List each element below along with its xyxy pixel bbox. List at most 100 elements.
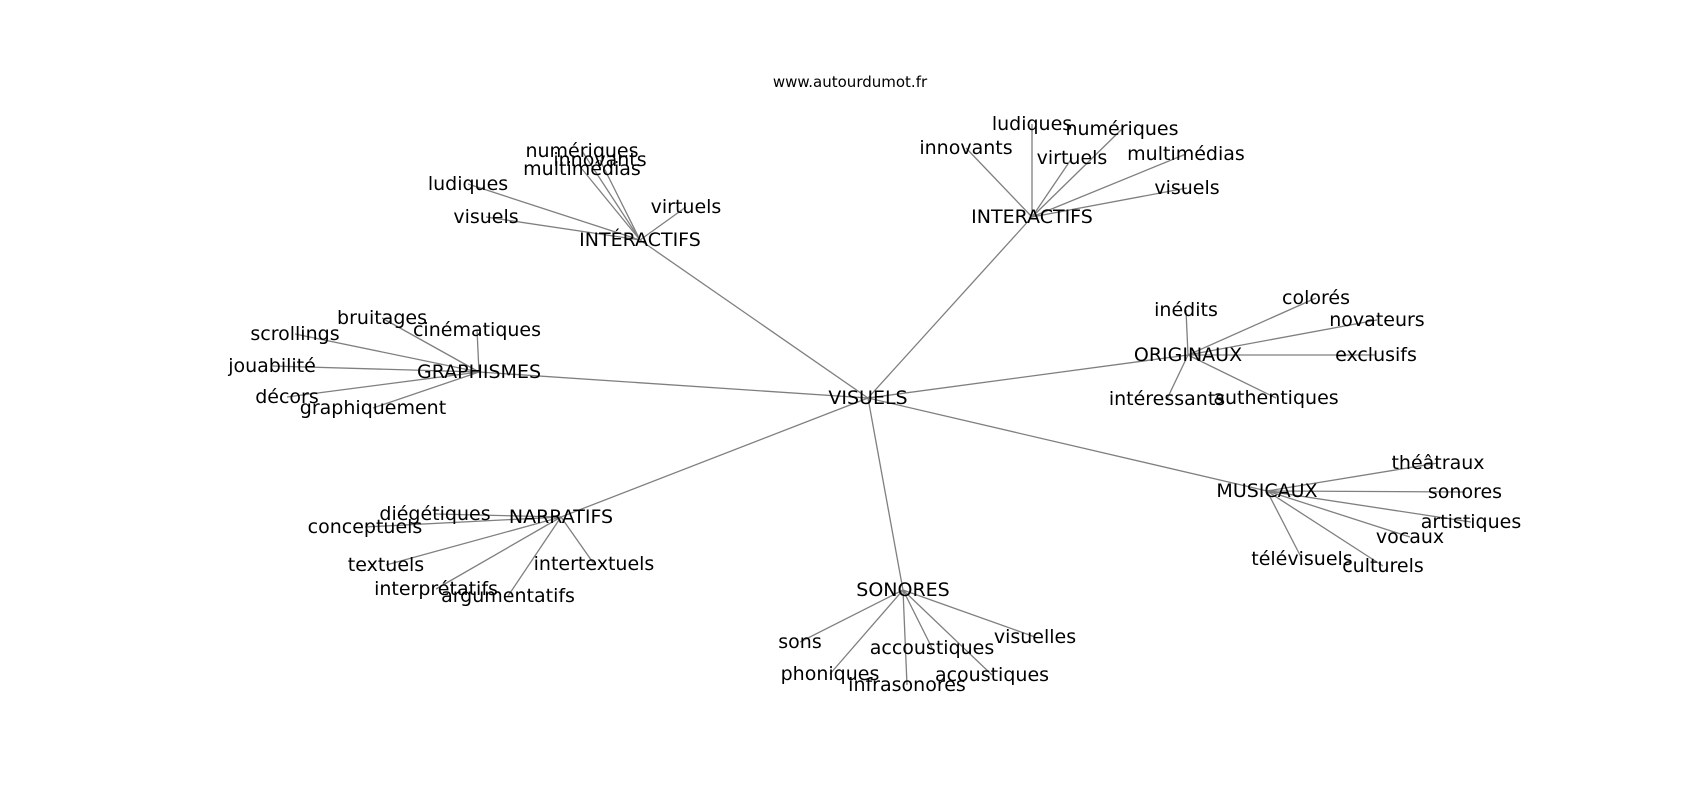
edge-center-to-branch bbox=[639, 239, 869, 399]
edge-branch-to-leaf bbox=[902, 589, 933, 649]
leaf-node-label: ludiques bbox=[428, 173, 508, 195]
edge-branch-to-leaf bbox=[902, 589, 908, 686]
leaf-node-label: authentiques bbox=[1213, 387, 1338, 409]
edge-branch-to-leaf bbox=[294, 333, 480, 373]
edge-branch-to-leaf bbox=[1031, 153, 1187, 218]
edge-branch-to-leaf bbox=[364, 516, 562, 528]
edge-branch-to-leaf bbox=[965, 147, 1033, 218]
edge-branch-to-leaf bbox=[1031, 128, 1123, 218]
edge-branch-to-leaf bbox=[476, 329, 480, 373]
edge-branch-to-leaf bbox=[485, 216, 641, 241]
leaf-node-label: télévisuels bbox=[1251, 548, 1352, 570]
branch-node-label: NARRATIFS bbox=[509, 506, 613, 528]
leaf-node-label: graphiquement bbox=[300, 397, 446, 419]
leaf-node-label: virtuels bbox=[651, 196, 722, 218]
leaf-node-label: argumentatifs bbox=[441, 585, 575, 607]
leaf-node-label: exclusifs bbox=[1335, 344, 1417, 366]
edge-branch-to-leaf bbox=[381, 317, 480, 373]
graph-edges bbox=[271, 124, 1472, 686]
edge-branch-to-leaf bbox=[902, 589, 1036, 638]
leaf-node-label: innovants bbox=[553, 149, 646, 171]
leaf-node-label: innovants bbox=[919, 137, 1012, 159]
leaf-node-label: scrollings bbox=[250, 323, 339, 345]
leaf-node-label: virtuels bbox=[1037, 147, 1108, 169]
edge-branch-to-leaf bbox=[1185, 309, 1189, 356]
leaf-node-label: novateurs bbox=[1329, 309, 1424, 331]
leaf-node-label: visuelles bbox=[994, 626, 1076, 648]
leaf-node-label: décors bbox=[255, 386, 319, 408]
edge-branch-to-leaf bbox=[581, 150, 641, 241]
leaf-node-label: accoustiques bbox=[870, 637, 995, 659]
branch-node-label: ORIGINAUX bbox=[1134, 344, 1242, 366]
edge-branch-to-leaf bbox=[1266, 490, 1303, 560]
branch-node-label: INTERACTIFS bbox=[971, 206, 1093, 228]
leaf-node-label: diégétiques bbox=[379, 503, 490, 525]
edge-branch-to-leaf bbox=[829, 589, 904, 675]
edge-branch-to-leaf bbox=[581, 168, 641, 241]
edge-branch-to-leaf bbox=[434, 513, 562, 518]
leaf-node-label: théâtraux bbox=[1391, 452, 1484, 474]
edge-center-to-branch bbox=[560, 397, 869, 518]
edge-branch-to-leaf bbox=[507, 516, 562, 597]
leaf-node-label: colorés bbox=[1282, 287, 1350, 309]
edge-center-to-branch bbox=[478, 371, 869, 399]
leaf-node-label: bruitages bbox=[337, 307, 427, 329]
leaf-node-label: sonores bbox=[1428, 481, 1502, 503]
edge-branch-to-leaf bbox=[1187, 354, 1277, 399]
edge-branch-to-leaf bbox=[435, 516, 562, 590]
edge-branch-to-leaf bbox=[1266, 490, 1466, 493]
edge-branch-to-leaf bbox=[286, 371, 480, 398]
leaf-node-label: intéressants bbox=[1109, 388, 1225, 410]
edge-branch-to-leaf bbox=[1266, 490, 1384, 567]
edge-branch-to-leaf bbox=[1266, 490, 1472, 523]
center-node-label: VISUELS bbox=[828, 387, 907, 409]
branch-node-label: GRAPHISMES bbox=[417, 361, 541, 383]
edge-center-to-branch bbox=[867, 397, 904, 591]
leaf-node-label: ludiques bbox=[992, 113, 1072, 135]
leaf-node-label: culturels bbox=[1342, 555, 1424, 577]
edge-branch-to-leaf bbox=[560, 516, 595, 565]
edge-branch-to-leaf bbox=[1266, 490, 1411, 538]
branch-node-label: SONORES bbox=[856, 579, 949, 601]
leaf-node-label: visuels bbox=[1154, 177, 1219, 199]
edge-branch-to-leaf bbox=[1166, 354, 1189, 400]
leaf-node-label: multimédias bbox=[1127, 143, 1245, 165]
edge-branch-to-leaf bbox=[639, 206, 687, 241]
graph-labels: VISUELS innovantsludiquesnumériquesvirtu… bbox=[227, 113, 1521, 696]
edge-branch-to-leaf bbox=[1031, 187, 1188, 218]
edge-branch-to-leaf bbox=[372, 371, 480, 409]
leaf-node-label: textuels bbox=[348, 554, 424, 576]
edge-branch-to-leaf bbox=[599, 159, 641, 241]
leaf-node-label: phoniques bbox=[781, 663, 880, 685]
edge-center-to-branch bbox=[867, 397, 1268, 492]
leaf-node-label: vocaux bbox=[1376, 526, 1444, 548]
leaf-node-label: artistiques bbox=[1421, 511, 1522, 533]
leaf-node-label: infrasonores bbox=[848, 674, 966, 696]
edge-branch-to-leaf bbox=[902, 589, 993, 676]
leaf-node-label: multimédias bbox=[523, 158, 641, 180]
leaf-node-label: cinématiques bbox=[413, 319, 541, 341]
leaf-node-label: inédits bbox=[1154, 299, 1218, 321]
leaf-node-label: jouabilité bbox=[227, 355, 316, 377]
edge-branch-to-leaf bbox=[467, 183, 641, 241]
leaf-node-label: acoustiques bbox=[935, 664, 1049, 686]
leaf-node-label: sons bbox=[778, 631, 821, 653]
branch-node-label: INTÉRACTIFS bbox=[579, 228, 701, 251]
leaf-node-label: interprétatifs bbox=[374, 578, 498, 600]
edge-branch-to-leaf bbox=[799, 589, 904, 643]
edge-center-to-branch bbox=[867, 354, 1189, 399]
edge-branch-to-leaf bbox=[1187, 319, 1378, 356]
leaf-node-label: visuels bbox=[453, 206, 518, 228]
branch-node-label: MUSICAUX bbox=[1216, 480, 1317, 502]
leaf-node-label: numériques bbox=[525, 140, 638, 162]
site-url: www.autourdumot.fr bbox=[773, 73, 928, 91]
edge-branch-to-leaf bbox=[385, 516, 562, 566]
edge-branch-to-leaf bbox=[1266, 462, 1439, 492]
edge-branch-to-leaf bbox=[1187, 297, 1317, 356]
leaf-node-label: numériques bbox=[1065, 118, 1178, 140]
edge-branch-to-leaf bbox=[271, 365, 480, 373]
edge-branch-to-leaf bbox=[1031, 157, 1073, 218]
edge-center-to-branch bbox=[867, 216, 1033, 399]
leaf-node-label: conceptuels bbox=[308, 516, 423, 538]
